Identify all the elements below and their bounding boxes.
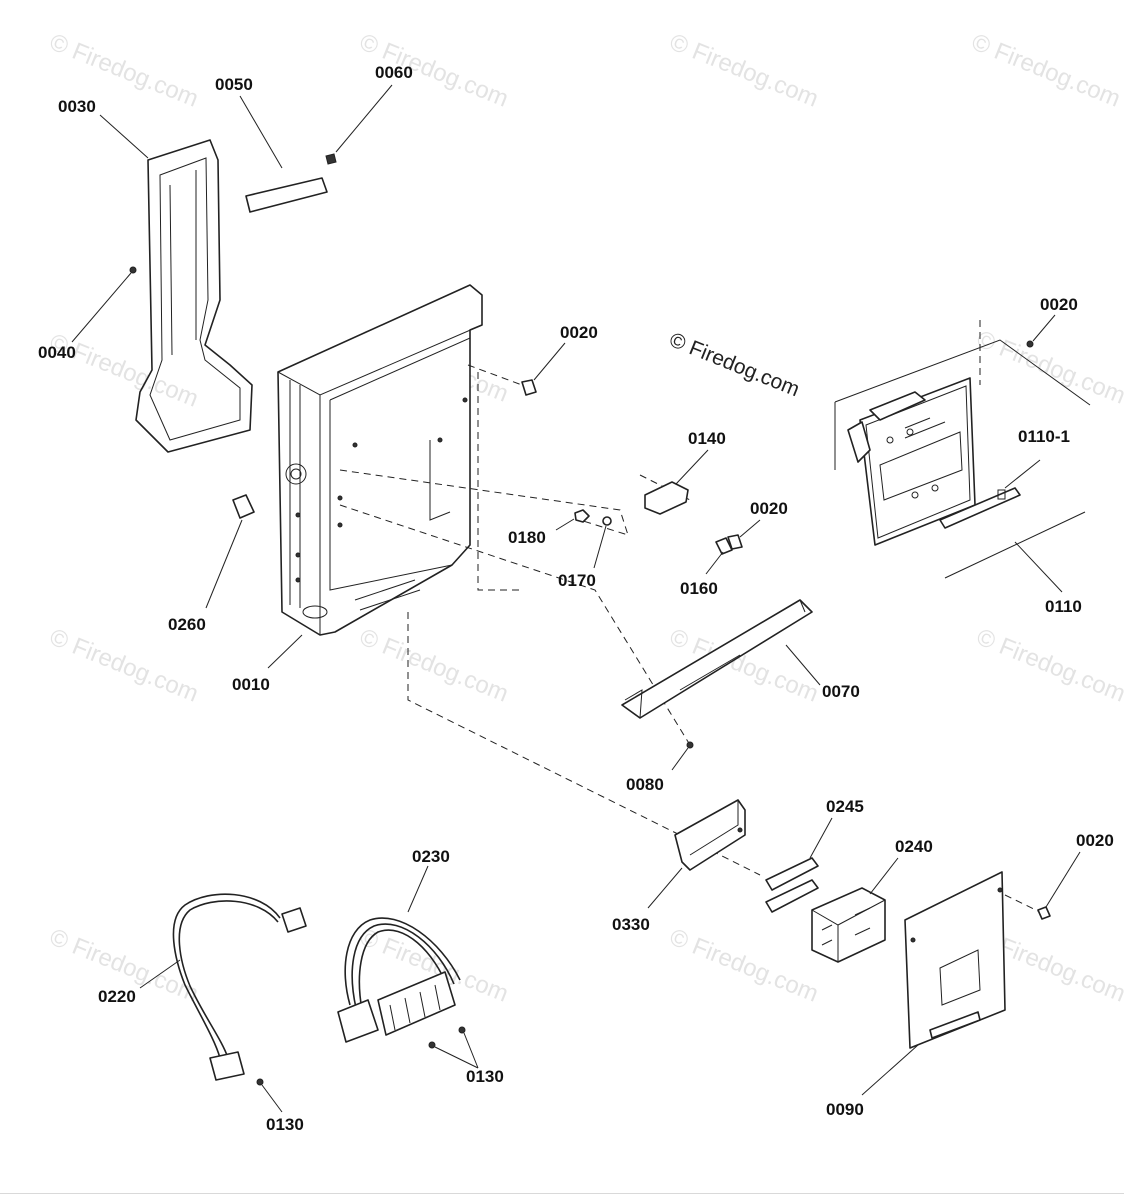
- watermark: © Firedog.com: [46, 624, 202, 708]
- label-0090: 0090: [826, 1100, 864, 1119]
- part-0180-nut: [574, 509, 590, 523]
- part-0040-screw: [129, 266, 137, 274]
- label-0030: 0030: [58, 97, 96, 116]
- leader-0110-1: [1004, 459, 1041, 489]
- label-0170: 0170: [558, 571, 596, 590]
- part-0220-harness: [172, 893, 307, 1081]
- part-0130-screw: [458, 1026, 466, 1034]
- part-0110-control-panel: [834, 339, 1091, 579]
- watermark: © Firedog.com: [968, 29, 1124, 113]
- label-0130-right: 0130: [466, 1067, 504, 1086]
- label-0110-1: 0110-1: [1018, 427, 1070, 446]
- part-0130-screw: [428, 1041, 436, 1049]
- leader-0050: [239, 95, 283, 169]
- leader-0140: [675, 449, 709, 485]
- part-0230-harness: [337, 917, 461, 1043]
- leader-0260: [205, 519, 243, 609]
- part-0020-screw-bottom: [1037, 906, 1051, 920]
- leader-0330: [647, 867, 683, 909]
- part-0050-strip: [245, 177, 328, 213]
- watermark: © Firedog.com: [356, 624, 512, 708]
- leader-0010: [267, 634, 303, 669]
- label-0160: 0160: [680, 579, 718, 598]
- label-0245: 0245: [826, 797, 864, 816]
- label-0180: 0180: [508, 528, 546, 547]
- label-0140: 0140: [688, 429, 726, 448]
- label-0240: 0240: [895, 837, 933, 856]
- label-0020-bottom: 0020: [1076, 831, 1114, 850]
- leader-0220: [139, 959, 181, 989]
- label-0080: 0080: [626, 775, 664, 794]
- part-0260-clip: [232, 494, 255, 519]
- leader-0020-bottom: [1045, 851, 1081, 908]
- label-0040: 0040: [38, 343, 76, 362]
- watermark: © Firedog.com: [666, 29, 822, 113]
- label-0110: 0110: [1045, 597, 1082, 616]
- part-0090-cover: [904, 871, 1006, 1049]
- leader-0130-left: [261, 1084, 283, 1113]
- leader-0030: [99, 114, 149, 159]
- part-0245-clips: [765, 857, 819, 913]
- leader-0170: [593, 525, 607, 569]
- part-0030-duct: [135, 139, 253, 453]
- part-0070-rail: [621, 599, 813, 719]
- leader-0090: [861, 1044, 919, 1096]
- part-0060-clip: [325, 153, 337, 165]
- label-0070: 0070: [822, 682, 860, 701]
- label-0260: 0260: [168, 615, 206, 634]
- leader-0070: [785, 644, 821, 686]
- label-0130-left: 0130: [266, 1115, 304, 1134]
- part-0160-screw: [715, 537, 733, 555]
- label-0060: 0060: [375, 63, 413, 82]
- label-0020-right: 0020: [1040, 295, 1078, 314]
- part-0130-screw: [256, 1078, 264, 1086]
- label-0010: 0010: [232, 675, 270, 694]
- inline-watermark: © Firedog.com: [666, 328, 803, 401]
- label-0050: 0050: [215, 75, 253, 94]
- leader-0110: [1014, 541, 1063, 593]
- leader-0230: [407, 865, 429, 913]
- label-0020-top: 0020: [560, 323, 598, 342]
- part-0010-cabinet: [277, 284, 483, 636]
- label-0020-mid: 0020: [750, 499, 788, 518]
- leader-0080: [671, 747, 689, 771]
- watermark: © Firedog.com: [973, 326, 1124, 410]
- label-0330: 0330: [612, 915, 650, 934]
- leader-0240: [869, 857, 899, 895]
- part-0140-bracket: [644, 481, 689, 515]
- watermark: © Firedog.com: [666, 924, 822, 1008]
- leader-0020-right: [1032, 314, 1056, 342]
- watermark: © Firedog.com: [973, 624, 1124, 708]
- leader-0020-top: [533, 342, 566, 381]
- leader-0160: [705, 551, 724, 575]
- watermark: © Firedog.com: [46, 329, 202, 413]
- label-0230: 0230: [412, 847, 450, 866]
- part-0020-screw: [521, 379, 537, 396]
- leader-0060: [335, 84, 393, 153]
- part-0080-screw: [686, 741, 694, 749]
- label-0220: 0220: [98, 987, 136, 1006]
- part-0240-breaker: [811, 887, 886, 963]
- leader-0130-right: [434, 1032, 479, 1069]
- bottom-divider: [0, 1193, 1124, 1194]
- part-0170-washer: [602, 516, 612, 526]
- leader-0180: [555, 518, 575, 531]
- leader-0020-mid: [739, 519, 761, 538]
- part-0020-screw-mid: [727, 534, 743, 550]
- leader-0040: [71, 272, 132, 343]
- part-0020-screw-right: [1026, 340, 1034, 348]
- part-0330-bracket: [674, 799, 746, 871]
- leader-0245: [809, 817, 833, 859]
